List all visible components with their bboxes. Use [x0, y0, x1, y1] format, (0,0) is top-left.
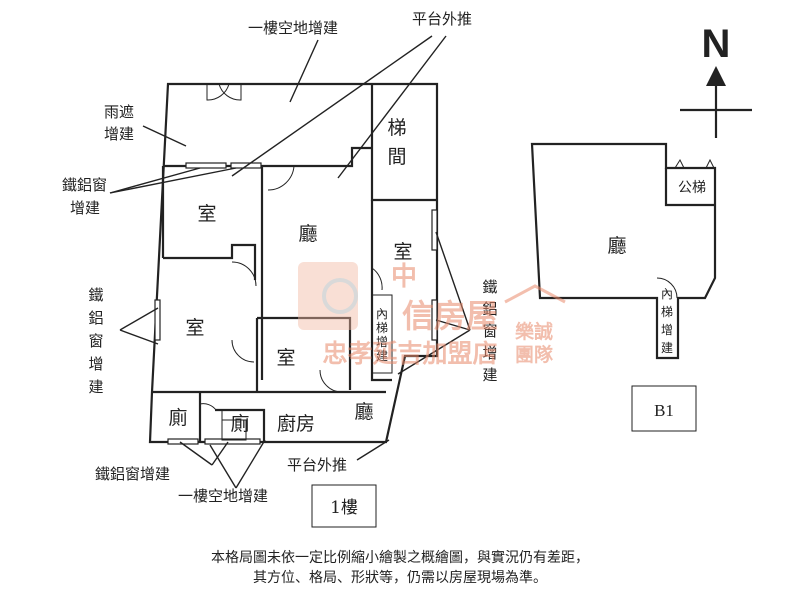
svg-text:增: 增: [88, 355, 103, 373]
room-label-stair-1: 梯: [387, 117, 406, 139]
svg-text:雨遮: 雨遮: [104, 103, 134, 121]
note-window-right: 鐵 鋁 窗 增 建: [482, 278, 497, 384]
floor-plan-diagram: 梯 間 室 廳 室 室 室 廁 廁 廚房 廳 內 梯 增 建 一樓空地增建 平台…: [62, 10, 752, 528]
b1-label: B1: [654, 401, 674, 420]
watermark-logo: 中 信房屋 忠孝延吉加盟店 樂誠 團隊: [298, 262, 566, 368]
svg-text:信房屋: 信房屋: [402, 297, 498, 335]
room-label-hall-2: 廳: [354, 401, 373, 423]
watermark-emblem-icon: [322, 278, 358, 314]
svg-text:窗: 窗: [88, 332, 103, 350]
svg-text:內: 內: [661, 287, 673, 301]
stairwell-wall: [370, 84, 437, 202]
svg-text:鐵: 鐵: [482, 278, 497, 296]
room-label-b: 室: [185, 317, 204, 339]
svg-text:增建: 增建: [70, 199, 100, 217]
svg-text:團隊: 團隊: [515, 343, 554, 366]
room-label-a: 室: [197, 203, 216, 225]
room-label-c: 室: [276, 347, 295, 369]
compass-north-letter: N: [702, 22, 731, 66]
svg-text:建: 建: [661, 341, 673, 355]
floor1-label: 1樓: [330, 498, 358, 518]
disclaimer-line-1: 本格局圖未依一定比例縮小繪製之概繪圖，與實況仍有差距，: [211, 550, 589, 566]
annotation-leaders: [109, 35, 471, 489]
room-label-stair-2: 間: [387, 146, 406, 168]
svg-text:增: 增: [661, 323, 673, 337]
room-label-hall: 廳: [298, 223, 317, 245]
svg-text:鋁: 鋁: [88, 309, 103, 327]
floor1-outer-wall: [148, 82, 439, 444]
note-window-bottom: 鐵鋁窗增建: [95, 465, 170, 483]
inner-stair-label-1f: 內 梯 增 建: [376, 307, 388, 363]
disclaimer-line-2: 其方位、格局、形狀等，仍需以房屋現場為準。: [253, 570, 547, 586]
floor1-label-box: [311, 484, 377, 528]
svg-text:建: 建: [376, 349, 388, 363]
b1-label-box: [631, 385, 697, 432]
svg-text:鐵: 鐵: [88, 286, 103, 304]
svg-text:內: 內: [376, 307, 388, 321]
compass-icon: N: [680, 22, 752, 138]
b1-inner-stair-label: 內 梯 增 建: [661, 287, 673, 355]
svg-text:鐵鋁窗: 鐵鋁窗: [62, 176, 107, 194]
room-label-d: 室: [393, 241, 412, 263]
svg-text:增建: 增建: [104, 125, 134, 143]
room-label-kitchen: 廚房: [277, 412, 315, 435]
disclaimer: 本格局圖未依一定比例縮小繪製之概繪圖，與實況仍有差距， 其方位、格局、形狀等，仍…: [0, 548, 800, 588]
svg-text:梯: 梯: [661, 305, 673, 319]
note-bottom-yard: 一樓空地增建: [178, 487, 268, 505]
svg-text:窗: 窗: [482, 322, 497, 340]
b1-plan: 公梯 廳 內 梯 增 建 B1: [530, 142, 717, 432]
svg-text:鋁: 鋁: [482, 300, 497, 318]
svg-text:中: 中: [391, 262, 417, 292]
svg-text:增: 增: [482, 344, 497, 362]
b1-label-public-stair: 公梯: [678, 180, 706, 196]
note-bottom-balcony: 平台外推: [287, 456, 347, 474]
note-canopy: 雨遮 增建: [104, 103, 134, 143]
note-top-yard: 一樓空地增建: [248, 19, 338, 37]
room-label-wc-1: 廁: [168, 406, 187, 429]
svg-text:建: 建: [88, 378, 103, 396]
note-top-balcony: 平台外推: [412, 10, 472, 28]
floor1-plan: 梯 間 室 廳 室 室 室 廁 廁 廚房 廳 內 梯 增 建 一樓空地增建 平台…: [62, 10, 498, 528]
svg-text:增: 增: [376, 335, 388, 349]
note-window-left: 鐵 鋁 窗 增 建: [88, 286, 103, 396]
note-window-top: 鐵鋁窗 增建: [62, 176, 107, 217]
b1-label-hall: 廳: [607, 235, 626, 257]
room-label-wc-2: 廁: [230, 412, 249, 435]
svg-text:建: 建: [482, 366, 497, 384]
svg-text:梯: 梯: [376, 321, 388, 335]
svg-text:樂誠: 樂誠: [515, 320, 553, 343]
b1-outer-wall: [530, 142, 717, 360]
svg-text:忠孝延吉加盟店: 忠孝延吉加盟店: [322, 339, 497, 368]
